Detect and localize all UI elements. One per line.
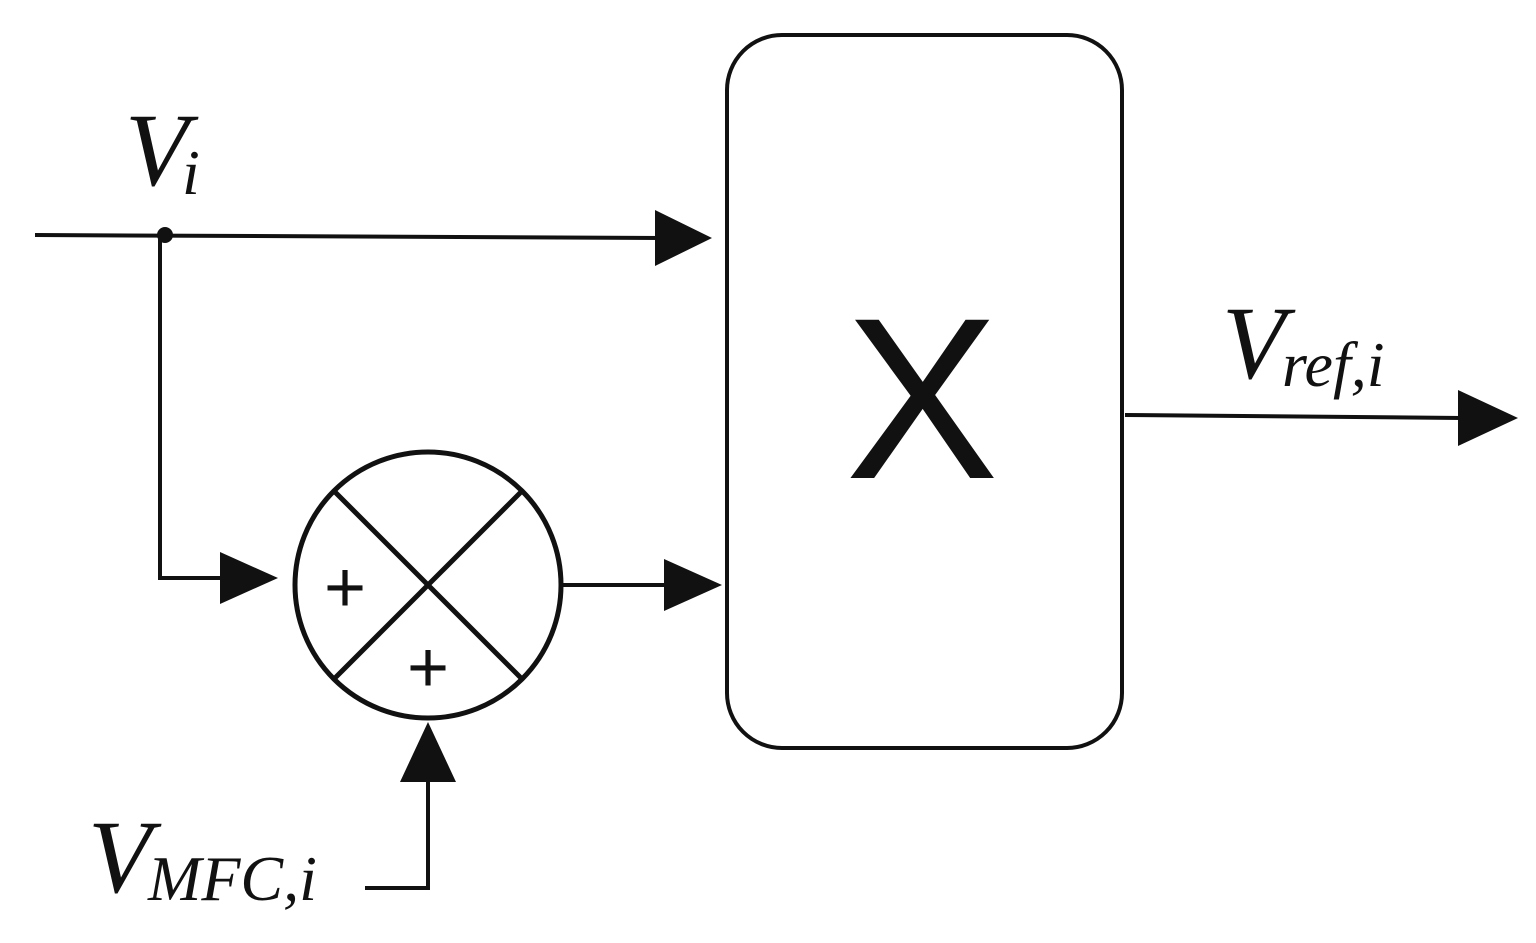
- input-arrowhead: [655, 210, 712, 266]
- sum-sign-left: +: [324, 548, 366, 628]
- input-label: V i: [125, 93, 200, 208]
- multiplier-symbol: X: [845, 270, 998, 527]
- output-label-main: V: [1222, 286, 1296, 401]
- input-label-main: V: [125, 93, 199, 208]
- sum-output-arrowhead: [664, 559, 722, 611]
- feedforward-label-main: V: [88, 800, 162, 915]
- branch-arrowhead: [220, 552, 278, 604]
- output-signal-line: [1124, 413, 1463, 420]
- input-label-sub: i: [182, 137, 200, 208]
- output-label-sub: ref,i: [1282, 329, 1385, 400]
- multiplier-block: X: [725, 33, 1124, 750]
- summing-junction: + +: [292, 449, 564, 721]
- output-arrowhead: [1458, 390, 1518, 446]
- branch-signal-line: [158, 235, 228, 580]
- feedforward-signal-line: [365, 778, 430, 890]
- input-signal-line: [34, 233, 663, 240]
- output-label: V ref,i: [1222, 286, 1385, 401]
- feedforward-label: V MFC,i: [88, 800, 317, 915]
- feedforward-label-sub: MFC,i: [147, 843, 317, 914]
- feedforward-arrowhead: [400, 722, 456, 782]
- sum-sign-bottom: +: [407, 628, 449, 708]
